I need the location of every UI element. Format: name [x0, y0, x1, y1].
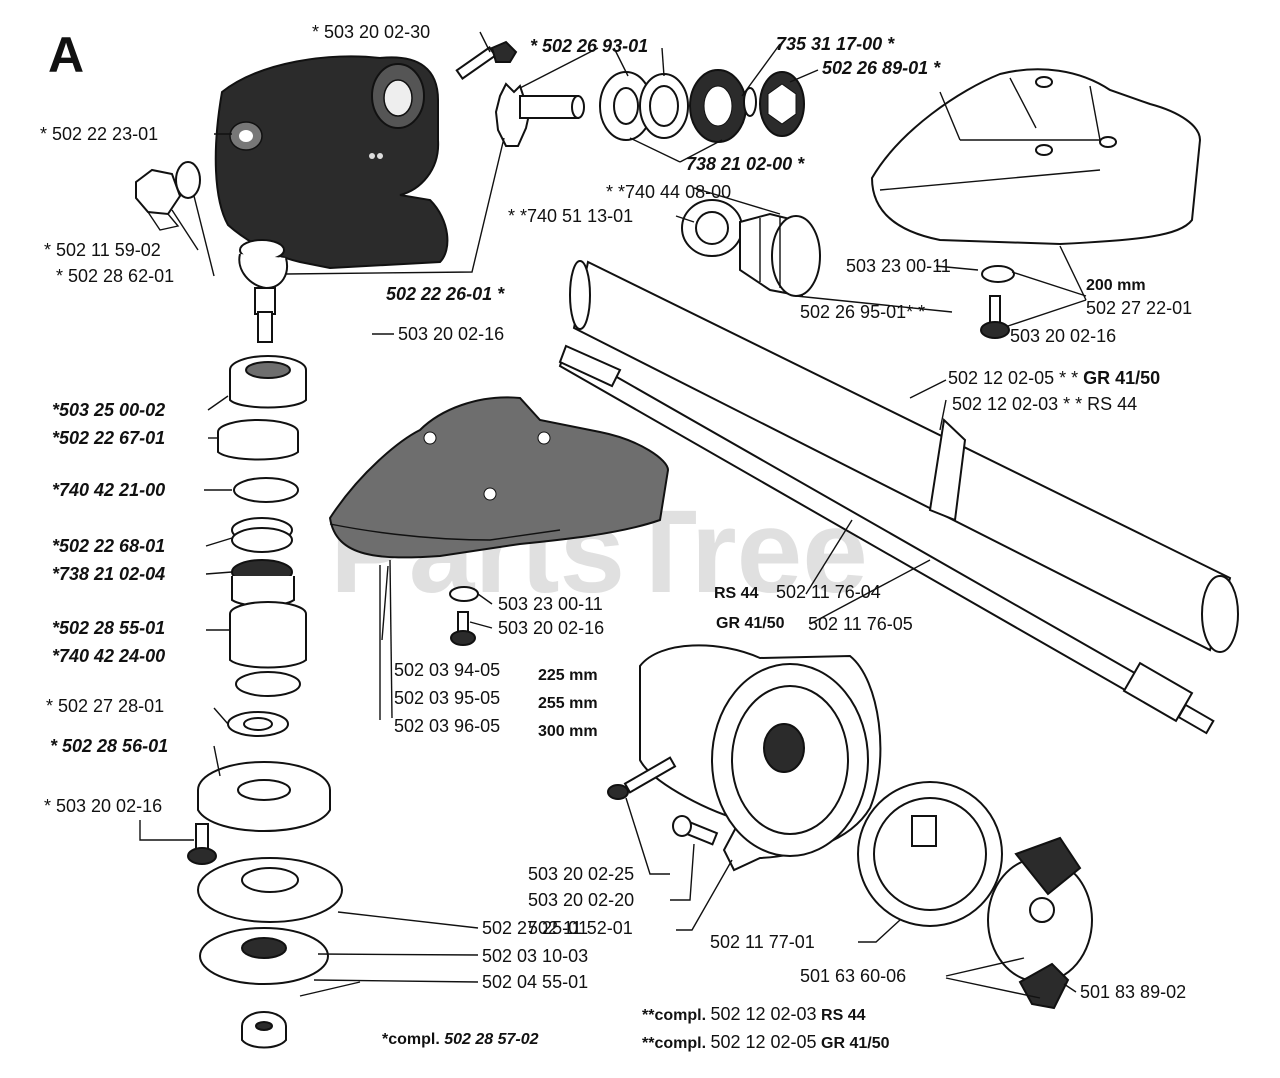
lower-circlip — [235, 671, 301, 697]
label-s8: * 502 27 28-01 — [46, 696, 164, 716]
lower-bearing — [231, 559, 295, 607]
label-shoe: 501 83 89-02 — [1080, 982, 1186, 1002]
label-guard-size: 200 mm — [1086, 277, 1146, 294]
top-bearing-2 — [639, 73, 689, 139]
label-shield-washer: 503 23 00-11 — [498, 594, 603, 614]
section-letter: A — [48, 27, 84, 83]
label-shield-p3: 502 03 96-05 — [394, 716, 500, 736]
label-shaft-gr: 502 12 02-05 * * GR 41/50 — [948, 368, 1160, 388]
shield-washer — [449, 586, 479, 602]
guard-bolt — [980, 295, 1010, 339]
label-gr4150: GR 41/50 — [716, 615, 785, 632]
top-bolt — [455, 40, 518, 80]
label-s7: *740 42 24-00 — [52, 646, 165, 666]
label-guard-bolt: 503 20 02-16 — [1010, 326, 1116, 346]
label-nut-top: 502 26 89-01 * — [822, 58, 941, 78]
plug-screw — [135, 168, 182, 231]
label-shield-bolt: 503 20 02-16 — [498, 618, 604, 638]
label-s4: *502 22 68-01 — [52, 536, 165, 556]
label-c3: 502 11 52-01 — [528, 918, 633, 938]
clutch-drum — [857, 781, 1003, 927]
bevel-gear — [238, 239, 288, 343]
drive-shaft — [558, 344, 1215, 735]
clutch-screw-long — [607, 756, 677, 800]
label-drum: 502 11 77-01 — [710, 932, 815, 952]
label-ring2: * *740 51 13-01 — [508, 206, 633, 226]
label-bearing-top: 735 31 17-00 * — [776, 34, 895, 54]
clutch-screw-short — [672, 815, 719, 846]
output-sleeve — [229, 601, 307, 669]
clutch-assembly — [987, 836, 1093, 983]
gear-housing — [214, 55, 449, 270]
grass-guard-200 — [870, 68, 1202, 246]
label-s5: *738 21 02-04 — [52, 564, 165, 584]
label-compl-left: *compl. 502 28 57-02 — [382, 1031, 539, 1048]
leader-lines — [139, 31, 1087, 999]
label-s1: *503 25 00-02 — [52, 400, 165, 420]
label-shield-p1: 502 03 94-05 — [394, 660, 500, 680]
part-labels: * 503 20 02-30 * 502 26 93-01 735 31 17-… — [40, 22, 1192, 1052]
shaft-tube — [569, 260, 1239, 653]
label-rs44: RS 44 — [714, 585, 759, 602]
blade-nut — [241, 1011, 287, 1049]
label-pinion-kit: * 502 26 93-01 — [530, 36, 648, 56]
blade-shield — [328, 396, 670, 559]
label-s2: *502 22 67-01 — [52, 428, 165, 448]
guard-washer — [981, 265, 1015, 283]
label-plug: * 502 11 59-02 — [44, 240, 161, 260]
label-c1: 503 20 02-25 — [528, 864, 634, 884]
label-s3: *740 42 21-00 — [52, 480, 165, 500]
label-compl-rs: **compl. 502 12 02-03 RS 44 — [642, 1004, 866, 1024]
label-bolt-top: * 503 20 02-30 — [312, 22, 430, 42]
label-bearing-mid: 738 21 02-00 * — [686, 154, 805, 174]
label-b2: 502 03 10-03 — [482, 946, 588, 966]
label-shaft-rs: 502 12 02-03 * * RS 44 — [952, 394, 1137, 414]
label-b1: 502 27 25-01 — [482, 918, 588, 938]
label-s6: *502 28 55-01 — [52, 618, 165, 638]
label-housing: * 502 22 23-01 — [40, 124, 158, 144]
label-gear: 502 22 26-01 * — [386, 284, 505, 304]
ring-1 — [681, 199, 743, 257]
shield-bolt — [450, 611, 476, 646]
clutch-housing — [639, 644, 882, 872]
label-clutch: 501 63 60-06 — [800, 966, 906, 986]
bushing — [217, 419, 299, 461]
sleeve-bushing — [739, 212, 821, 298]
label-s9: * 502 28 56-01 — [50, 736, 168, 756]
spacer-ring — [231, 517, 293, 553]
label-guard-part: 502 27 22-01 — [1086, 298, 1192, 318]
bearing-housing — [229, 355, 307, 409]
label-size3: 300 mm — [538, 723, 598, 740]
support-cup — [197, 761, 331, 832]
label-size1: 225 mm — [538, 667, 598, 684]
label-guard-washer: 503 23 00-11 — [846, 256, 951, 276]
label-shield-p2: 502 03 95-05 — [394, 688, 500, 708]
label-ring1: * *740 44 08-00 — [606, 182, 731, 202]
support-flange — [199, 927, 329, 985]
label-c2: 503 20 02-20 — [528, 890, 634, 910]
circlip — [233, 477, 299, 503]
label-washer: * 502 28 62-01 — [56, 266, 174, 286]
label-compl-gr: **compl. 502 12 02-05 GR 41/50 — [642, 1032, 890, 1052]
sealing-washer — [175, 161, 201, 199]
label-rs44-part: 502 11 76-04 — [776, 582, 881, 602]
hex-nut — [759, 71, 805, 137]
label-b3: 502 04 55-01 — [482, 972, 588, 992]
pinion-gear — [494, 82, 585, 147]
thrust-washer — [227, 711, 289, 737]
label-screw-a: 503 20 02-16 — [398, 324, 504, 344]
label-s10: * 503 20 02-16 — [44, 796, 162, 816]
label-size2: 255 mm — [538, 695, 598, 712]
retaining-ring — [743, 87, 757, 117]
blade-disc — [197, 857, 343, 923]
left-bolt — [187, 823, 217, 865]
top-bearing-3 — [689, 69, 747, 143]
label-gr4150-part: 502 11 76-05 — [808, 614, 913, 634]
label-sleeve: 502 26 95-01* * — [800, 302, 925, 322]
